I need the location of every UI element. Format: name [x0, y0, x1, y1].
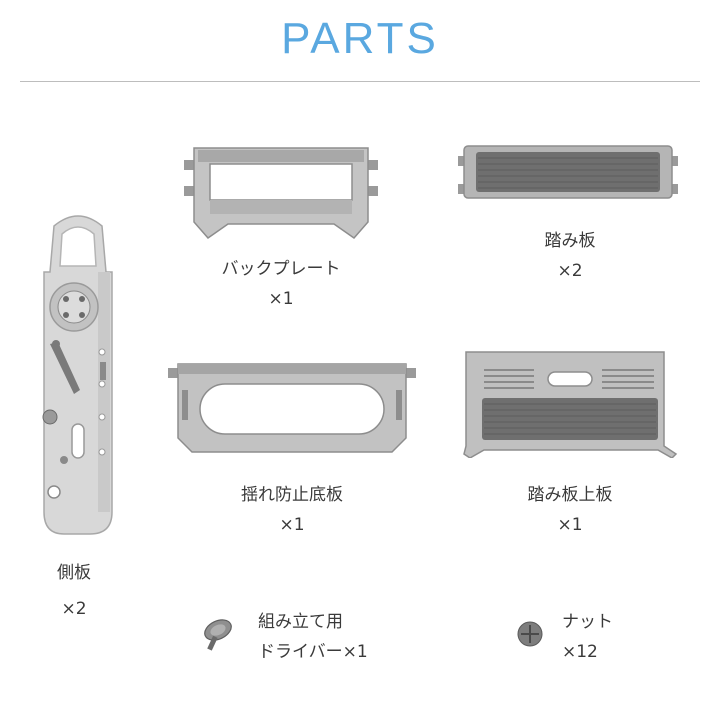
- step-board-image: [458, 144, 678, 202]
- driver-name-line1: 組み立て用: [258, 612, 343, 632]
- step-board-name: 踏み板: [544, 231, 596, 251]
- side-plate-name: 側板: [57, 563, 91, 583]
- step-top-board-name: 踏み板上板: [527, 485, 613, 505]
- driver-label: 組み立て用 ドライバー×1: [258, 607, 408, 667]
- side-plate-label: 側板 ×2: [24, 555, 124, 627]
- step-board-qty: ×2: [557, 261, 583, 281]
- back-plate-qty: ×1: [268, 289, 294, 309]
- driver-icon: [196, 614, 236, 654]
- nut-qty: ×12: [562, 642, 598, 662]
- driver-name-line2: ドライバー×1: [258, 642, 368, 662]
- anti-sway-base-name: 揺れ防止底板: [241, 485, 343, 505]
- back-plate-name: バックプレート: [221, 259, 341, 279]
- side-plate-image: [36, 212, 120, 542]
- nut-name: ナット: [562, 612, 613, 632]
- side-plate-qty: ×2: [61, 599, 87, 619]
- step-top-board-label: 踏み板上板 ×1: [490, 480, 650, 540]
- anti-sway-base-label: 揺れ防止底板 ×1: [202, 480, 382, 540]
- step-top-board-image: [462, 350, 680, 458]
- back-plate-image: [184, 142, 378, 242]
- title-divider: [20, 81, 700, 82]
- nut-label: ナット ×12: [562, 607, 642, 667]
- anti-sway-base-qty: ×1: [279, 515, 305, 535]
- back-plate-label: バックプレート ×1: [196, 254, 366, 314]
- step-board-label: 踏み板 ×2: [520, 226, 620, 286]
- anti-sway-base-image: [168, 360, 416, 456]
- page-title: PARTS: [281, 14, 439, 63]
- nut-icon: [516, 620, 544, 648]
- step-top-board-qty: ×1: [557, 515, 583, 535]
